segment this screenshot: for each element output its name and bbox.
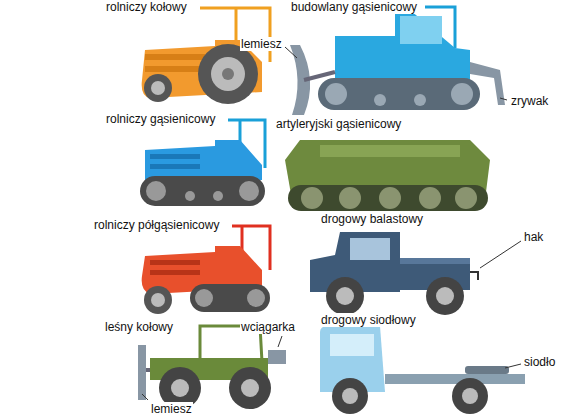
tracked-armoured-vehicle (285, 140, 490, 211)
part-label: rolniczy kołowy (105, 0, 188, 14)
half-track-tractor (142, 226, 270, 314)
forestry-tractor (138, 326, 286, 409)
part-label: hak (523, 230, 544, 244)
part-label: drogowy balastowy (320, 212, 424, 226)
part-label: artyleryjski gąsienicowy (275, 117, 402, 131)
part-label: lemiesz (150, 402, 193, 416)
part-label: siodło (523, 355, 556, 369)
crawler-tractor (140, 120, 265, 206)
part-label: wciągarka (240, 320, 296, 334)
part-label: leśny kołowy (104, 320, 174, 334)
wheeled-tractor (142, 8, 270, 104)
part-label: lemiesz (240, 37, 283, 51)
part-label: drogowy siodłowy (320, 313, 417, 327)
semi-tractor (320, 326, 525, 414)
part-label: rolniczy gąsienicowy (105, 112, 216, 126)
ballast-truck (310, 232, 521, 315)
part-label: budowlany gąsienicowy (290, 0, 418, 14)
part-label: rolniczy półgąsienicowy (93, 218, 220, 232)
part-label: zrywak (510, 94, 549, 108)
bulldozer (285, 7, 507, 115)
